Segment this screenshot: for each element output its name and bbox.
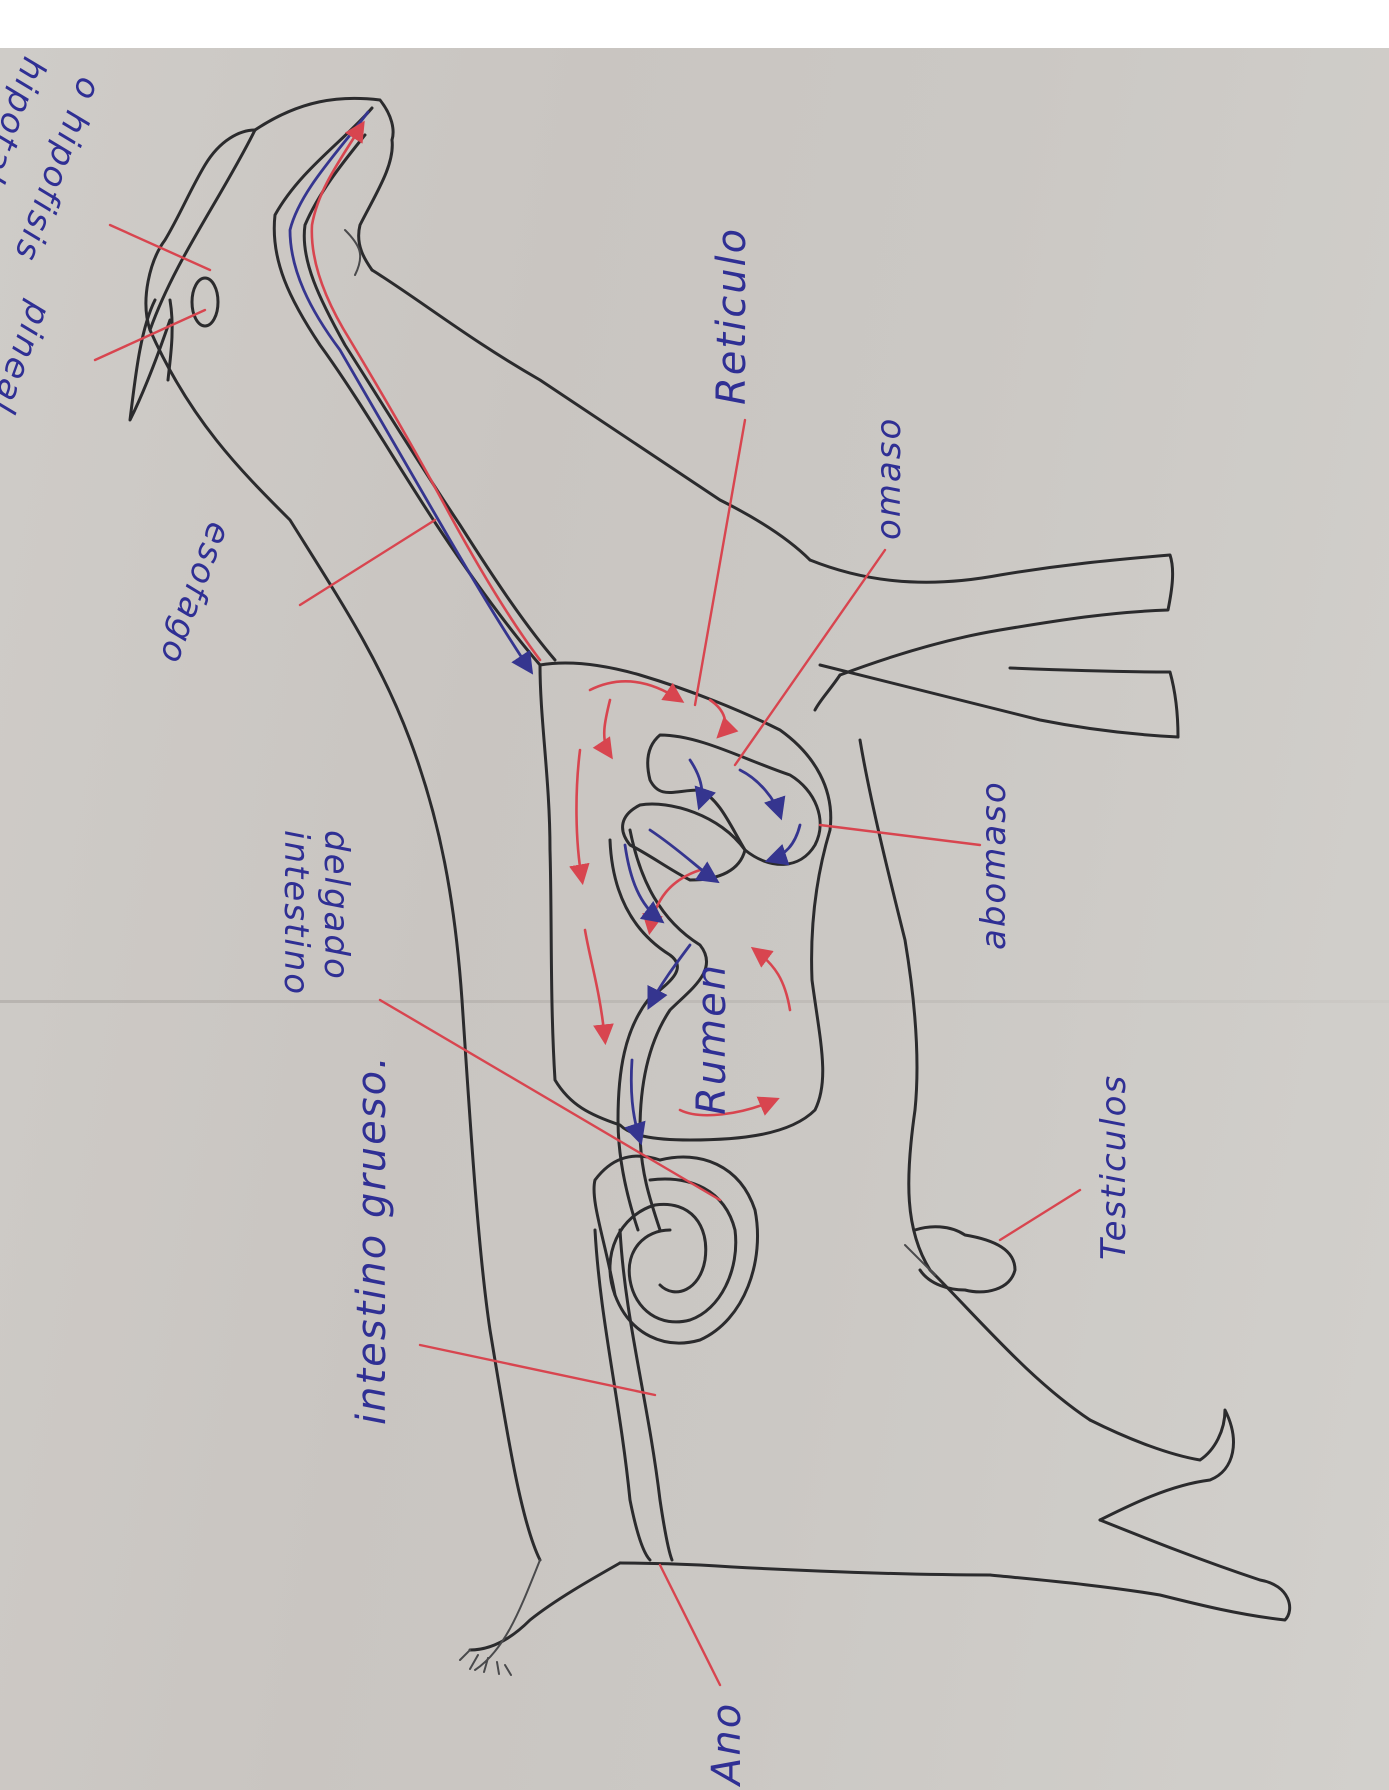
pointer-lines — [95, 225, 1080, 1685]
flow-arrow-red — [755, 950, 790, 1010]
flow-arrow-red — [312, 125, 540, 660]
label-intestino-delgado-2: delgado — [316, 830, 356, 981]
label-intestino-delgado-1: intestino — [276, 830, 316, 996]
pointer-intestino-delgado — [380, 1000, 720, 1200]
large-intestine — [594, 1156, 758, 1560]
flow-arrow-red — [585, 930, 605, 1040]
label-pineal: pineal — [0, 296, 59, 419]
flow-arrow-blue — [740, 770, 780, 815]
pointer-abomaso — [820, 825, 980, 845]
pointer-omaso — [735, 550, 885, 765]
flow-arrow-red — [576, 750, 582, 880]
label-reticulo: Reticulo — [709, 227, 755, 405]
flow-arrow-blue — [290, 112, 530, 670]
flow-arrow-red — [604, 700, 610, 755]
esophagus — [274, 108, 555, 665]
flow-arrow-blue — [650, 830, 715, 880]
label-abomaso: abomaso — [974, 780, 1014, 950]
pointer-pineal — [95, 310, 205, 360]
pointer-esofago — [300, 520, 435, 605]
pointer-intestino-grueso — [420, 1345, 655, 1395]
pointer-hipotalamo — [110, 225, 210, 270]
stomach — [540, 663, 831, 1140]
label-omaso: omaso — [869, 417, 909, 540]
label-intestino-grueso: intestino grueso. — [349, 1054, 395, 1425]
label-esofago: esofago — [151, 517, 239, 670]
label-ano: Ano — [704, 1702, 750, 1788]
label-testiculos: Testiculos — [1094, 1074, 1134, 1260]
flow-arrow-blue — [770, 825, 800, 860]
pointer-testiculos — [1000, 1190, 1080, 1240]
label-rumen: Rumen — [689, 963, 735, 1115]
pointer-ano — [660, 1565, 720, 1685]
flow-arrow-blue — [690, 760, 702, 805]
pointer-reticulo — [695, 420, 745, 705]
